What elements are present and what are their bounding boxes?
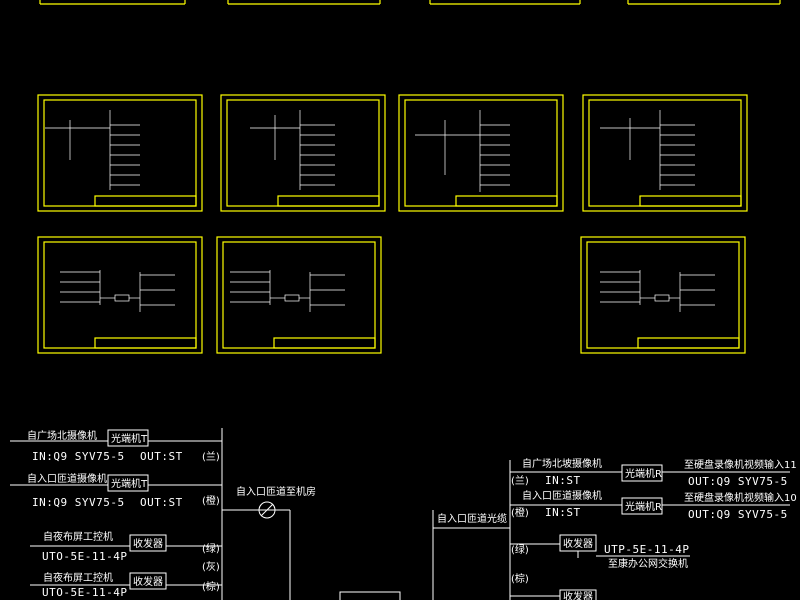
- right-row4-tag: (棕): [511, 572, 529, 585]
- left-row4-tag: (棕): [202, 580, 220, 593]
- sheet-thumbnail-4[interactable]: [582, 94, 748, 212]
- left-row1-label: 自广场北摄像机: [27, 429, 97, 442]
- left-row2-label: 自入口匝道摄像机: [27, 472, 107, 485]
- right-row3-spec: UTP-5E-11-4P: [604, 543, 689, 556]
- left-row4-box-label: 收发器: [133, 575, 163, 588]
- right-row1-dest: 至硬盘录像机视频输入11: [684, 458, 797, 471]
- left-row3-box-label: 收发器: [133, 537, 163, 550]
- left-bottom-box: [339, 591, 401, 600]
- sheet-thumbnail-7[interactable]: [580, 236, 746, 354]
- right-row1-box[interactable]: [621, 464, 663, 482]
- right-row3-tag: (绿): [511, 543, 529, 556]
- left-row3-spec: UTO-5E-11-4P: [42, 550, 127, 563]
- left-row2-box-label: 光端机T: [111, 477, 148, 490]
- right-row4-box-label: 收发器: [563, 590, 593, 600]
- left-row4-spec: UTO-5E-11-4P: [42, 586, 127, 599]
- left-row4-label: 自夜布屏工控机: [43, 571, 113, 584]
- sheet-thumbnail-5[interactable]: [37, 236, 203, 354]
- left-row3-label: 自夜布屏工控机: [43, 530, 113, 543]
- left-row3-tag: (绿): [202, 542, 220, 555]
- left-row2-tag: (橙): [202, 494, 220, 507]
- left-row3-box[interactable]: [129, 534, 167, 552]
- right-row1-label: 自广场北坡摄像机: [522, 457, 602, 470]
- right-row3-dest: 至康办公网交换机: [608, 557, 688, 570]
- left-center-label: 自入口匝道至机房: [236, 485, 316, 498]
- left-row1-tag: (兰): [202, 450, 220, 463]
- left-row2-spec-out: OUT:ST: [140, 496, 183, 509]
- right-row1-tag: (兰): [511, 474, 529, 487]
- left-detail-diagram: 自广场北摄像机 光端机T IN:Q9 SYV75-5 OUT:ST (兰) 自入…: [10, 428, 401, 600]
- left-row3b-tag: (灰): [202, 560, 220, 573]
- left-row2-spec-in: IN:Q9 SYV75-5: [32, 496, 125, 509]
- fiber-splice-icon: [258, 501, 276, 519]
- sheet-thumbnail-6[interactable]: [216, 236, 382, 354]
- sheet-thumbnail-2[interactable]: [220, 94, 386, 212]
- right-row3-box-label: 收发器: [563, 537, 593, 550]
- right-row4-box[interactable]: [559, 589, 597, 600]
- left-row4-box[interactable]: [129, 572, 167, 590]
- top-sheet-strip: [39, 0, 781, 5]
- right-row1-spec: IN:ST: [545, 474, 581, 487]
- right-detail-diagram: 自入口匝道光缆 自广场北坡摄像机 (兰) IN:ST 光端机R 至硬盘录像机视频…: [432, 457, 797, 600]
- right-row1-out: OUT:Q9 SYV75-5: [688, 475, 788, 488]
- right-center-label: 自入口匝道光缆: [437, 512, 507, 525]
- right-row2-label: 自入口匝道摄像机: [522, 489, 602, 502]
- left-row1-box-label: 光端机T: [111, 432, 148, 445]
- left-row2-box[interactable]: [107, 474, 149, 492]
- left-row1-box[interactable]: [107, 429, 149, 447]
- right-row2-tag: (橙): [511, 506, 529, 519]
- left-row1-spec-out: OUT:ST: [140, 450, 183, 463]
- right-row2-out: OUT:Q9 SYV75-5: [688, 508, 788, 521]
- right-row2-box-label: 光端机R: [625, 500, 662, 513]
- right-row2-box[interactable]: [621, 497, 663, 515]
- right-row2-dest: 至硬盘录像机视频输入10: [684, 491, 797, 504]
- right-row1-box-label: 光端机R: [625, 467, 662, 480]
- sheet-thumbnail-1[interactable]: [37, 94, 203, 212]
- right-row2-spec: IN:ST: [545, 506, 581, 519]
- left-row1-spec-in: IN:Q9 SYV75-5: [32, 450, 125, 463]
- sheet-thumbnail-3[interactable]: [398, 94, 564, 212]
